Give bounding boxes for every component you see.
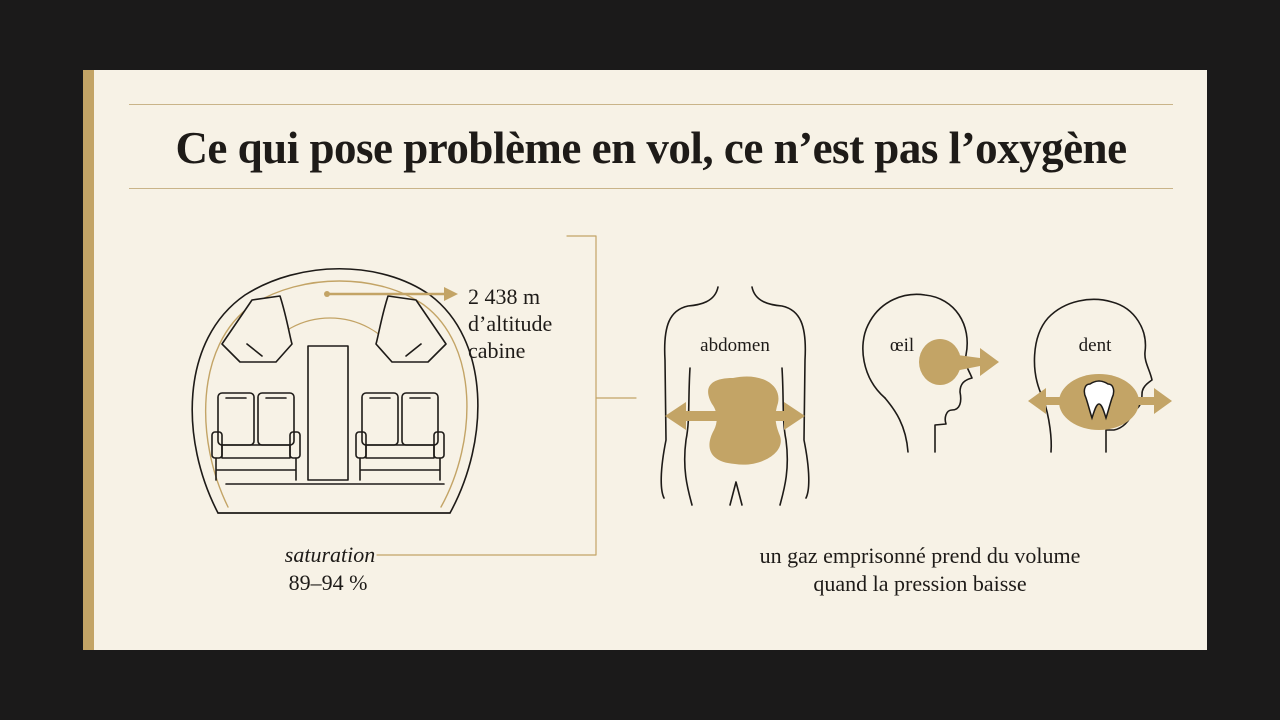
title-rule-top — [129, 104, 1173, 105]
title-rule-bottom — [129, 188, 1173, 189]
page-title: Ce qui pose problème en vol, ce n’est pa… — [175, 123, 1127, 173]
saturation-label: saturation — [284, 542, 376, 567]
torso-icon — [660, 286, 810, 506]
tooth-label: dent — [1078, 335, 1112, 356]
eye-label: œil — [889, 335, 915, 356]
caption-line-2: quand la pression baisse — [813, 571, 1027, 596]
caption-line-1: un gaz emprisonné prend du volume — [759, 543, 1081, 568]
eye-gas-shape — [919, 339, 961, 385]
saturation-value: 89–94 % — [288, 570, 368, 595]
tooth-icon — [1083, 380, 1115, 421]
eye-expansion-arrow — [950, 348, 999, 376]
abdomen-label: abdomen — [700, 335, 770, 356]
altitude-cabin-label: cabine — [468, 338, 526, 363]
bracket-lines — [376, 235, 637, 556]
abdomen-expansion-arrow — [665, 402, 805, 430]
altitude-label: d’altitude — [468, 311, 553, 336]
altitude-value: 2 438 m — [468, 284, 541, 309]
accent-bar — [83, 70, 94, 650]
altitude-pointer-arrow — [324, 287, 458, 301]
aircraft-cabin-icon — [191, 268, 479, 514]
